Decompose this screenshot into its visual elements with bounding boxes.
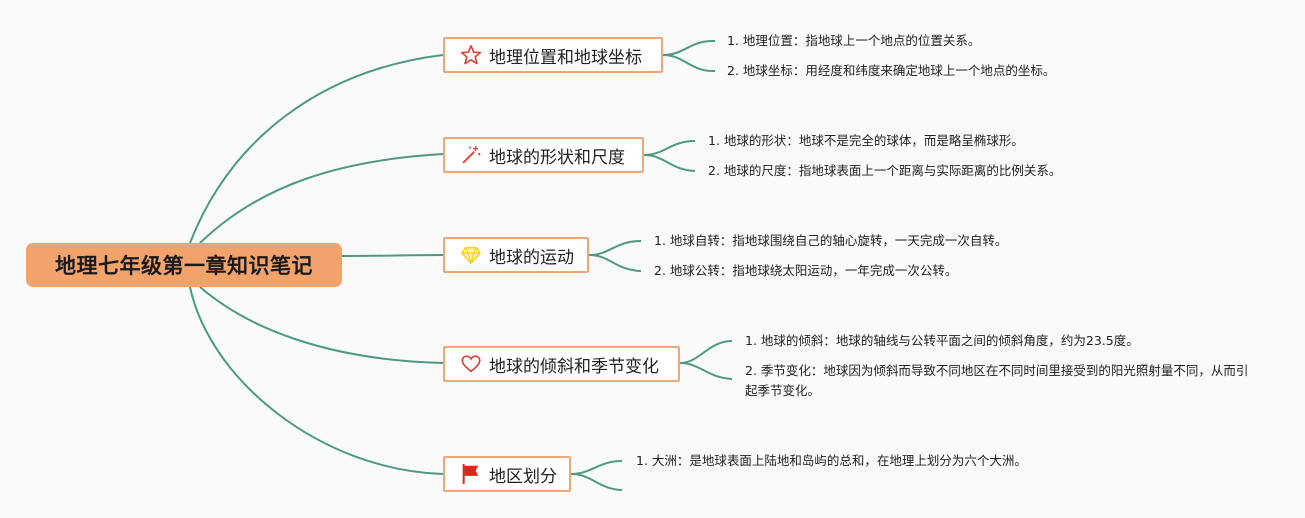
connector-root-branch-4 [199,286,444,364]
leaf-text: 2. 地球坐标：用经度和纬度来确定地球上一个地点的坐标。 [727,63,1056,78]
connector-branch-2-leaf-2 [643,154,696,172]
branch-label: 地区划分 [489,466,557,487]
branch-label: 地球的运动 [489,247,574,268]
connector-branch-3-leaf-1 [588,240,642,256]
connector-root-branch-1 [189,54,444,244]
leaf-text: 1. 地球自转：指地球围绕自己的轴心旋转，一天完成一次自转。 [654,233,1008,248]
connector-branch-3-leaf-2 [588,254,642,272]
branch-node-location-coordinates[interactable]: 地理位置和地球坐标 [443,37,663,73]
mindmap-root-node[interactable]: 地理七年级第一章知识笔记 [26,243,342,287]
leaf-text: 2. 地球的尺度：指地球表面上一个距离与实际距离的比例关系。 [708,163,1062,178]
connector-branch-5-leaf-2 [570,473,623,491]
branch-node-tilt-seasons[interactable]: 地球的倾斜和季节变化 [443,346,680,382]
connector-root-branch-2 [199,153,444,244]
branch-label: 地球的倾斜和季节变化 [489,356,659,377]
magic-wand-icon [459,143,483,167]
connector-branch-1-leaf-1 [662,39,716,56]
connector-branch-2-leaf-1 [643,140,696,156]
connector-root-branch-3 [341,254,444,257]
branch-node-shape-scale[interactable]: 地球的形状和尺度 [443,137,644,173]
connector-branch-1-leaf-2 [662,54,716,73]
diamond-icon [459,243,483,267]
root-title: 地理七年级第一章知识笔记 [55,254,313,278]
branch-node-earth-motion[interactable]: 地球的运动 [443,237,589,273]
connector-branch-4-leaf-1 [679,340,733,364]
leaf-text: 2. 季节变化：地球因为倾斜而导致不同地区在不同时间里接受到的阳光照射量不同，从… [745,363,1249,398]
branch-label: 地理位置和地球坐标 [489,47,642,68]
connector-branch-4-leaf-2 [679,362,733,380]
branch-label: 地球的形状和尺度 [489,147,625,168]
heart-icon [459,352,483,376]
branch-node-region-division[interactable]: 地区划分 [443,456,571,492]
star-icon [459,43,483,67]
leaf-text: 2. 地球公转：指地球绕太阳运动，一年完成一次公转。 [654,263,958,278]
leaf-text: 1. 地球的倾斜：地球的轴线与公转平面之间的倾斜角度，约为23.5度。 [745,333,1139,348]
leaf-text: 1. 地球的形状：地球不是完全的球体，而是略呈椭球形。 [708,133,1024,148]
flag-icon [459,462,483,486]
leaf-text: 1. 地理位置：指地球上一个地点的位置关系。 [727,33,981,48]
connector-root-branch-5 [189,286,444,475]
leaf-text: 1. 大洲：是地球表面上陆地和岛屿的总和，在地理上划分为六个大洲。 [636,453,1027,468]
connector-branch-5-leaf-1 [570,460,623,475]
